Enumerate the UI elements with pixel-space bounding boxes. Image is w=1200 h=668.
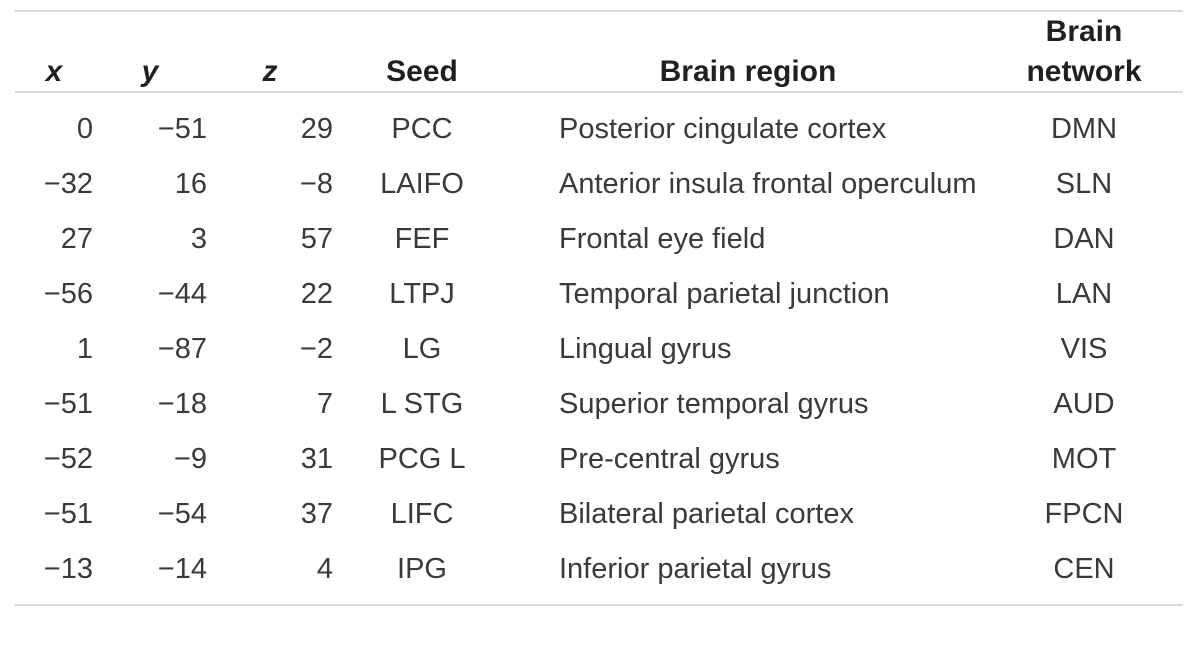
cell-network: SLN — [1055, 168, 1113, 201]
cell-network: DAN — [1053, 223, 1115, 256]
column-header-brain-network: Brain network — [985, 9, 1183, 94]
cell-x: −51 — [43, 388, 93, 421]
table-row: 1 −87 −2 LG Lingual gyrus VIS — [15, 322, 1183, 377]
cell-seed: PCG L — [378, 443, 466, 476]
column-header-x: x — [15, 9, 93, 94]
cell-network: LAN — [1055, 278, 1113, 311]
cell-seed: LAIFO — [380, 168, 464, 201]
cell-z: 7 — [316, 388, 333, 421]
cell-z: 4 — [207, 542, 333, 607]
cell-x: 27 — [60, 223, 93, 256]
cell-region: Bilateral parietal cortex — [559, 498, 854, 531]
cell-seed: LIFC — [390, 498, 454, 531]
table-header-row: x y z Seed Brain region Brain network — [15, 9, 1183, 94]
cell-z: 57 — [300, 223, 333, 256]
cell-region: Anterior insula frontal operculum — [559, 168, 977, 201]
cell-y: −18 — [157, 388, 207, 421]
cell-seed: L STG — [380, 388, 464, 421]
cell-seed: IPG — [333, 542, 511, 607]
column-header-brain-network-line2: network — [1026, 54, 1142, 88]
column-header-z: z — [207, 9, 333, 94]
cell-region: Lingual gyrus — [559, 333, 732, 366]
cell-region: Inferior parietal gyrus — [511, 542, 985, 607]
cell-network: MOT — [1051, 443, 1117, 476]
cell-network: AUD — [1053, 388, 1115, 421]
cell-region: Superior temporal gyrus — [559, 388, 869, 421]
table-row: −52 −9 31 PCG L Pre-central gyrus MOT — [15, 432, 1183, 487]
column-header-y: y — [93, 9, 207, 94]
column-header-brain-region: Brain region — [511, 9, 985, 94]
cell-x: −56 — [43, 278, 93, 311]
table-head: x y z Seed Brain region Brain network — [15, 9, 1183, 94]
cell-y: −9 — [173, 443, 207, 476]
cell-x: 1 — [76, 333, 93, 366]
cell-x: −13 — [15, 542, 93, 607]
cell-region: Frontal eye field — [559, 223, 766, 256]
cell-network: DMN — [1050, 113, 1118, 146]
cell-x: 0 — [76, 113, 93, 146]
table-row: −32 16 −8 LAIFO Anterior insula frontal oper… — [15, 157, 1183, 212]
table-row: −51 −18 7 L STG Superior temporal gyrus AUD — [15, 377, 1183, 432]
cell-seed: LG — [402, 333, 442, 366]
cell-seed: PCC — [391, 113, 453, 146]
cell-network: CEN — [985, 542, 1183, 607]
cell-z: −2 — [299, 333, 333, 366]
cell-y: −87 — [157, 333, 207, 366]
cell-network: VIS — [1060, 333, 1108, 366]
cell-network: FPCN — [1044, 498, 1124, 531]
cell-seed: LTPJ — [389, 278, 455, 311]
cell-z: 29 — [300, 113, 333, 146]
cell-x: −51 — [43, 498, 93, 531]
cell-x: −32 — [43, 168, 93, 201]
cell-x: −52 — [43, 443, 93, 476]
cell-z: 37 — [300, 498, 333, 531]
cell-region: Temporal parietal junction — [559, 278, 890, 311]
cell-seed: FEF — [394, 223, 450, 256]
cell-y: −54 — [157, 498, 207, 531]
brain-network-table: x y z Seed Brain region Brain network 0 −5… — [15, 9, 1183, 607]
column-header-seed: Seed — [333, 9, 511, 94]
cell-region: Posterior cingulate cortex — [559, 113, 887, 146]
table-row: −56 −44 22 LTPJ Temporal parietal junction LA… — [15, 267, 1183, 322]
cell-y: −14 — [93, 542, 207, 607]
cell-y: −44 — [157, 278, 207, 311]
table-row: 27 3 57 FEF Frontal eye field DAN — [15, 212, 1183, 267]
cell-z: 31 — [300, 443, 333, 476]
cell-region: Pre-central gyrus — [559, 443, 780, 476]
cell-y: 3 — [190, 223, 207, 256]
table-body: 0 −51 29 PCC Posterior cingulate cortex DMN −3… — [15, 92, 1183, 607]
cell-y: −51 — [157, 113, 207, 146]
cell-y: 16 — [174, 168, 207, 201]
column-header-brain-network-line1: Brain — [1045, 15, 1123, 48]
table-row: −51 −54 37 LIFC Bilateral parietal cortex FPC… — [15, 487, 1183, 542]
cell-z: 22 — [300, 278, 333, 311]
table-row: 0 −51 29 PCC Posterior cingulate cortex DMN — [15, 92, 1183, 157]
cell-z: −8 — [299, 168, 333, 201]
